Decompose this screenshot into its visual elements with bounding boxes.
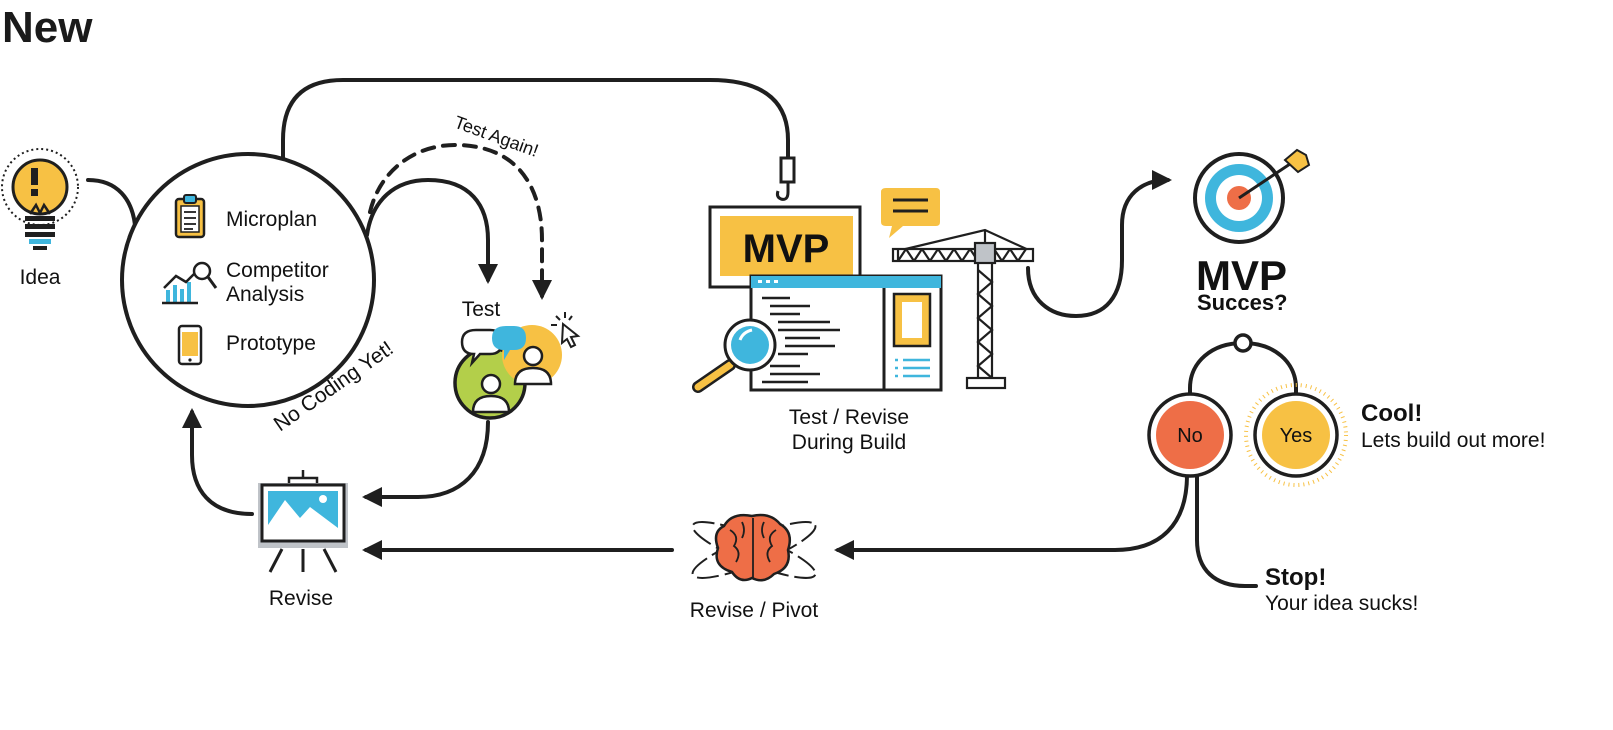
magnifier-icon xyxy=(692,318,777,393)
users-chat-icon xyxy=(453,325,562,420)
test-label: Test xyxy=(462,298,501,321)
lightbulb-icon xyxy=(1,148,79,250)
connector-circle-hook xyxy=(281,78,790,160)
connector-revise-circle xyxy=(182,408,254,516)
cool-label: Cool! xyxy=(1361,400,1422,427)
connectors xyxy=(86,78,1298,588)
mvp-success-label-1: MVP xyxy=(1196,252,1287,299)
microplan-label: Microplan xyxy=(226,208,317,231)
diagram-title: New xyxy=(2,3,93,52)
connector-circle-test xyxy=(365,177,498,284)
mvp-sign-fill xyxy=(720,216,853,276)
cool-sub-label: Lets build out more! xyxy=(1361,429,1545,452)
stop-label: Stop! xyxy=(1265,564,1326,591)
crane-icon xyxy=(891,228,1035,390)
pivot-label: Revise / Pivot xyxy=(690,599,819,622)
mvp-sign-label: MVP xyxy=(743,227,830,271)
connector-no-stop xyxy=(1195,473,1258,588)
yes-label: Yes xyxy=(1280,425,1313,447)
cursor-icon xyxy=(551,312,581,349)
connector-test-revise xyxy=(362,420,490,507)
phone-icon xyxy=(177,324,203,366)
connector-crane-target xyxy=(1026,170,1172,319)
no-circle xyxy=(1156,401,1224,469)
yes-glow xyxy=(1244,383,1348,487)
test-revise-label-2: During Build xyxy=(792,431,906,454)
easel-icon xyxy=(258,470,348,573)
clipboard-icon xyxy=(174,194,206,239)
competitor-label-1: Competitor xyxy=(226,259,329,282)
connector-idea-circle xyxy=(86,178,137,227)
idea-label: Idea xyxy=(20,266,61,289)
speech-bubble-icon xyxy=(881,188,940,238)
connector-no-pivot xyxy=(834,473,1189,560)
stop-sub-label: Your idea sucks! xyxy=(1265,592,1418,615)
chart-magnifier-icon xyxy=(162,261,218,305)
competitor-label-2: Analysis xyxy=(226,283,304,306)
test-revise-label-1: Test / Revise xyxy=(789,406,909,429)
branch-node xyxy=(1233,333,1253,353)
revise-label: Revise xyxy=(269,587,333,610)
yes-circle xyxy=(1262,401,1330,469)
prototype-label: Prototype xyxy=(226,332,316,355)
brain-icon xyxy=(691,513,817,582)
code-window xyxy=(749,274,943,392)
connector-test-again xyxy=(368,142,552,300)
target-icon xyxy=(1193,148,1311,244)
no-label: No xyxy=(1177,425,1203,447)
mvp-success-label-2: Succes? xyxy=(1197,290,1288,315)
hook-icon xyxy=(775,156,796,201)
